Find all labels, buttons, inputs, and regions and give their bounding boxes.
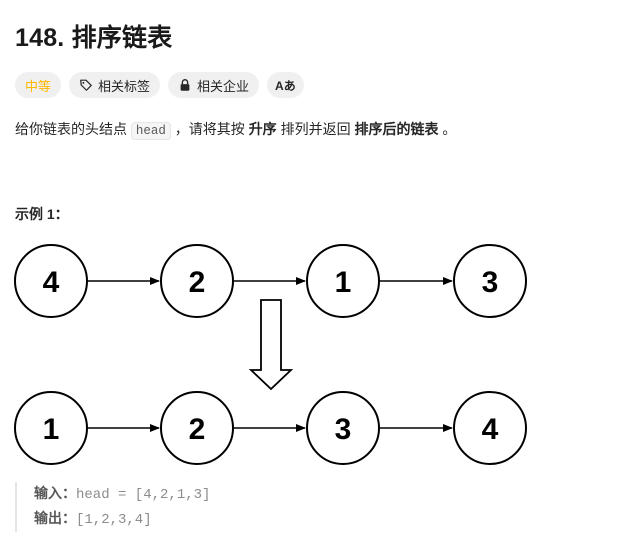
desc-text-2: ，请将其按 — [174, 121, 245, 137]
output-node: 2 — [160, 391, 234, 465]
example-title: 示例 1： — [15, 206, 69, 222]
desc-text-4: 。 — [442, 121, 457, 137]
input-node: 4 — [14, 244, 88, 318]
desc-bold-ascending: 升序 — [248, 121, 277, 137]
output-node: 1 — [14, 391, 88, 465]
example-io-block: 输入：head = [4,2,1,3] 输出：[1,2,3,4] — [15, 482, 210, 532]
output-value: [1,2,3,4] — [76, 512, 152, 528]
input-node-value: 2 — [189, 266, 206, 299]
desc-bold-sorted-list: 排序后的链表 — [354, 121, 439, 137]
input-node-value: 3 — [482, 266, 499, 299]
output-node-value: 4 — [482, 413, 499, 446]
output-node: 3 — [306, 391, 380, 465]
related-tags-button[interactable]: 相关标签 — [69, 72, 161, 98]
font-toggle-button[interactable]: Aあ — [267, 72, 304, 98]
tag-icon — [80, 79, 92, 91]
output-node-value: 2 — [189, 413, 206, 446]
related-tags-label: 相关标签 — [98, 78, 151, 94]
desc-code-head: head — [130, 122, 171, 140]
desc-text-1: 给你链表的头结点 — [15, 121, 127, 137]
output-node: 4 — [453, 391, 527, 465]
input-value: head = [4,2,1,3] — [76, 487, 211, 503]
output-node-value: 3 — [335, 413, 352, 446]
lock-icon — [180, 79, 190, 91]
example-output-line: 输出：[1,2,3,4] — [34, 507, 210, 532]
down-arrow-icon — [248, 299, 294, 391]
input-node-value: 4 — [43, 266, 60, 299]
input-node: 3 — [453, 244, 527, 318]
font-toggle-icon: Aあ — [275, 78, 296, 93]
problem-title: 148. 排序链表 — [15, 24, 173, 52]
linked-list-diagram: 4 2 1 3 1 2 3 4 — [14, 244, 527, 465]
input-label: 输入： — [34, 485, 76, 501]
input-node: 2 — [160, 244, 234, 318]
difficulty-label: 中等 — [25, 78, 52, 94]
tag-bar: 中等 相关标签 相关企业 Aあ — [15, 72, 304, 98]
output-label: 输出： — [34, 510, 76, 526]
problem-description: 给你链表的头结点 head ，请将其按 升序 排列并返回 排序后的链表 。 — [15, 118, 456, 142]
related-companies-button[interactable]: 相关企业 — [168, 72, 260, 98]
desc-text-3: 排列并返回 — [280, 121, 351, 137]
output-node-value: 1 — [43, 413, 60, 446]
input-node: 1 — [306, 244, 380, 318]
related-companies-label: 相关企业 — [197, 78, 250, 94]
input-node-value: 1 — [335, 266, 352, 299]
difficulty-badge[interactable]: 中等 — [15, 72, 62, 98]
example-input-line: 输入：head = [4,2,1,3] — [34, 482, 210, 507]
